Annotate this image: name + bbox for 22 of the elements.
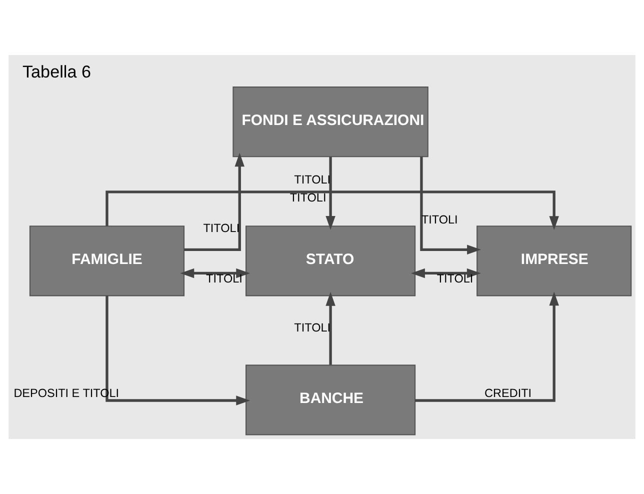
edge-label: TITOLI <box>436 272 474 286</box>
arrow <box>411 268 481 278</box>
edge-label: TITOLI <box>294 174 331 187</box>
edge-label: TITOLI <box>203 222 240 235</box>
arrow <box>326 156 336 230</box>
arrow <box>415 292 559 402</box>
arrow <box>106 190 559 230</box>
node-box: FAMIGLIE <box>29 226 185 296</box>
node-box: FONDI E ASSICURAZIONI <box>232 86 428 158</box>
edge-label: TITOLI <box>206 272 242 286</box>
arrow <box>106 296 250 406</box>
arrow <box>326 292 336 365</box>
edge-label: CREDITI <box>484 387 532 400</box>
node-box: BANCHE <box>246 364 416 436</box>
arrow <box>180 268 250 278</box>
arrow <box>420 156 481 255</box>
diagram-title: Tabella 6 <box>22 62 91 82</box>
edge-label: TITOLI <box>294 321 331 334</box>
edge-label: TITOLI <box>290 191 326 204</box>
node-box: IMPRESE <box>476 226 632 296</box>
arrow <box>184 152 244 252</box>
node-box: STATO <box>246 226 416 296</box>
